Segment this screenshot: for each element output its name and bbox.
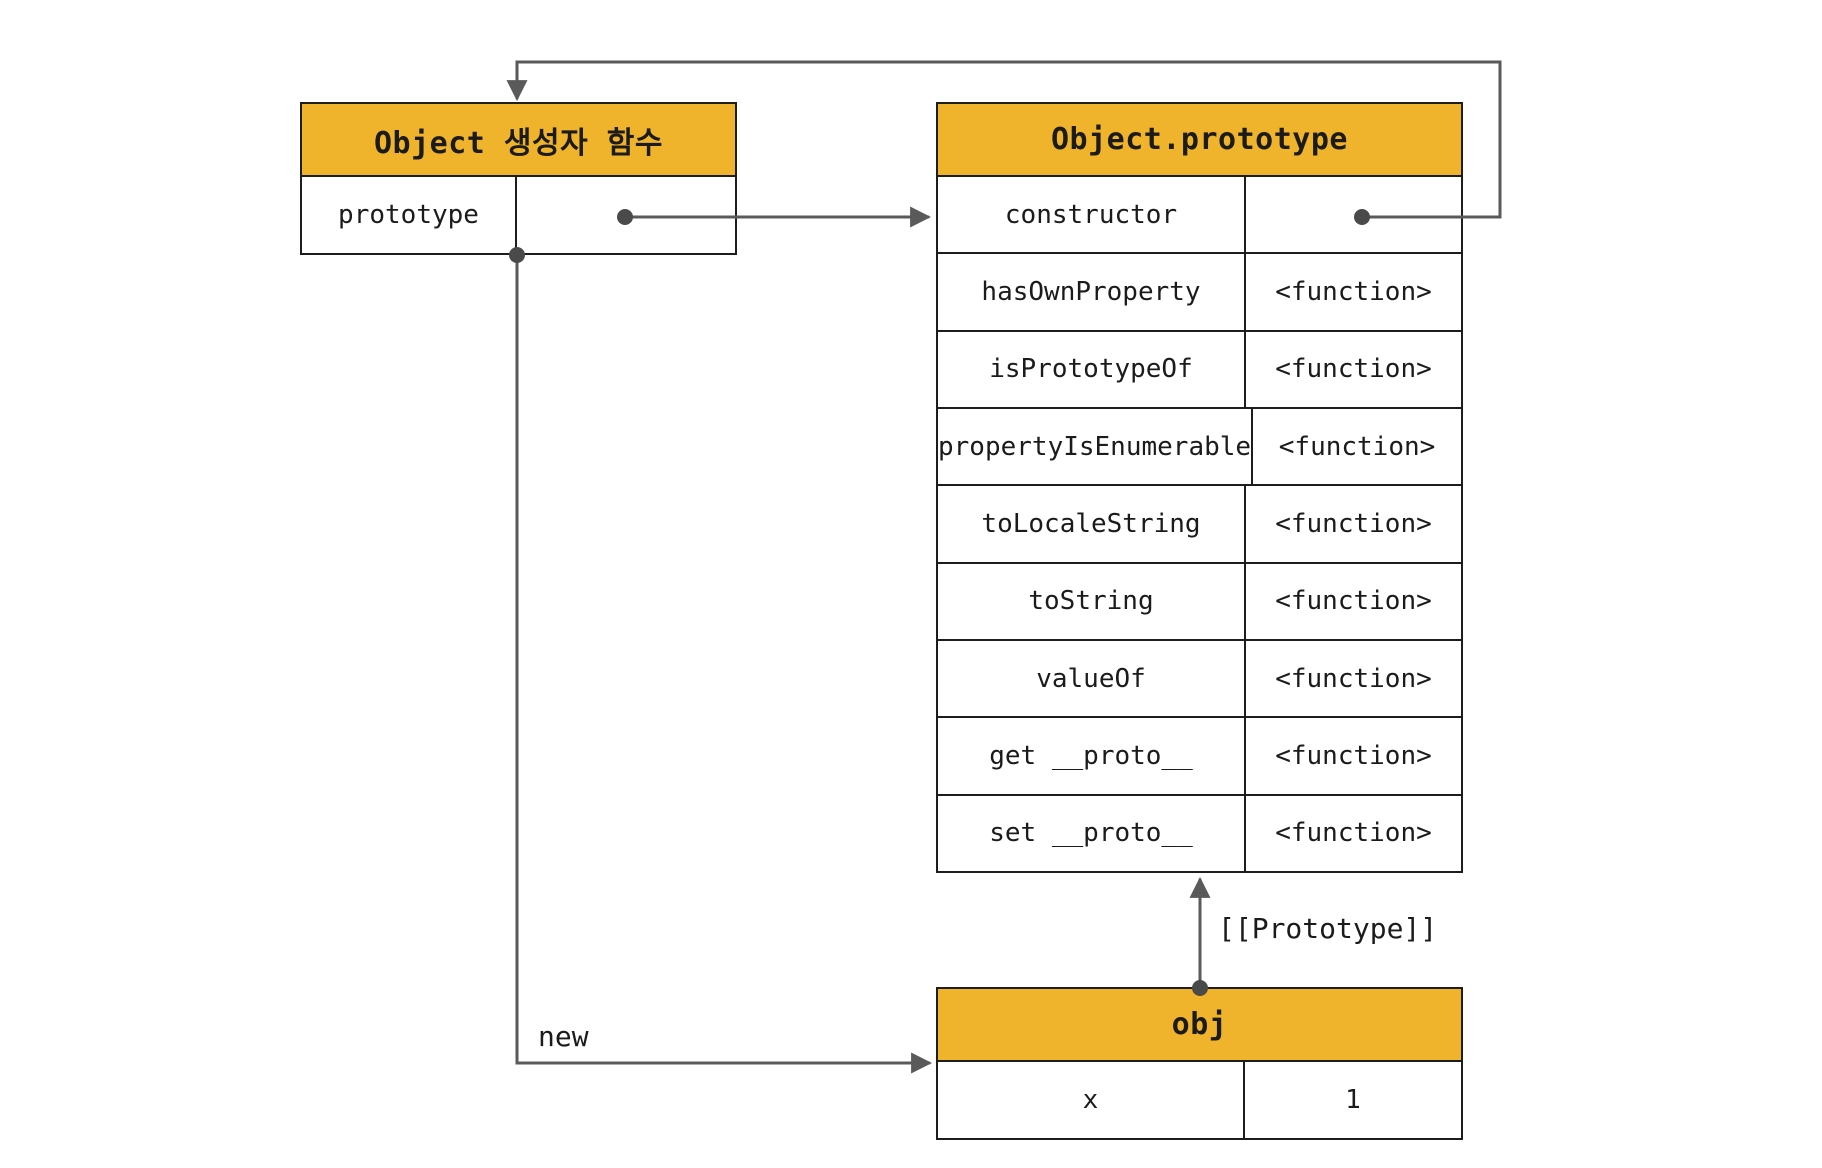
property-name-cell: prototype xyxy=(302,177,517,253)
property-name-cell: toString xyxy=(938,563,1246,639)
property-name-cell: propertyIsEnumerable xyxy=(938,408,1254,485)
property-value-cell: <function> xyxy=(1275,818,1432,849)
property-value-cell: <function> xyxy=(1275,508,1432,539)
property-name-cell: set __proto__ xyxy=(938,795,1246,871)
property-name-cell: isPrototypeOf xyxy=(938,331,1246,407)
property-name-cell: hasOwnProperty xyxy=(938,254,1246,330)
property-value-cell: <function> xyxy=(1275,663,1432,694)
table-row: constructor xyxy=(938,177,1461,253)
object-constructor-box-title: Object 생성자 함수 xyxy=(302,104,735,177)
object-prototype-table-rows: constructor hasOwnProperty <function> is… xyxy=(938,177,1461,871)
property-value-cell: <function> xyxy=(1275,276,1432,307)
table-row: isPrototypeOf <function> xyxy=(938,329,1461,407)
new-operator-label: new xyxy=(538,1020,589,1053)
table-row: prototype xyxy=(302,177,735,253)
obj-instance-box-rows: x 1 xyxy=(938,1062,1461,1138)
obj-instance-box-title: obj xyxy=(938,989,1461,1062)
table-row: x 1 xyxy=(938,1062,1461,1138)
property-value-cell: <function> xyxy=(1278,431,1436,462)
property-name-cell: constructor xyxy=(938,177,1246,253)
object-constructor-box: Object 생성자 함수 prototype xyxy=(300,102,737,255)
new-operator-arrow xyxy=(515,255,933,1074)
table-row: valueOf <function> xyxy=(938,638,1461,717)
object-prototype-table-title: Object.prototype xyxy=(938,104,1461,177)
property-name-cell: get __proto__ xyxy=(938,718,1246,794)
object-prototype-table: Object.prototype constructor hasOwnPrope… xyxy=(936,102,1463,873)
object-constructor-box-rows: prototype xyxy=(302,177,735,253)
property-value-cell xyxy=(1246,177,1461,252)
property-value-cell: <function> xyxy=(1275,740,1432,771)
property-name-cell: toLocaleString xyxy=(938,486,1246,562)
property-value-cell: <function> xyxy=(1275,354,1432,385)
obj-instance-box: obj x 1 xyxy=(936,987,1463,1140)
property-value-cell: 1 xyxy=(1345,1085,1361,1115)
table-row: get __proto__ <function> xyxy=(938,716,1461,794)
prototype-link-label: [[Prototype]] xyxy=(1218,912,1438,945)
property-value-cell: <function> xyxy=(1275,586,1432,617)
table-row: hasOwnProperty <function> xyxy=(938,252,1461,330)
table-row: toLocaleString <function> xyxy=(938,484,1461,562)
table-row: propertyIsEnumerable <function> xyxy=(938,406,1461,485)
table-row: toString <function> xyxy=(938,561,1461,639)
property-value-cell xyxy=(517,177,735,253)
table-row: set __proto__ <function> xyxy=(938,793,1461,871)
property-name-cell: valueOf xyxy=(938,640,1246,717)
property-name-cell: x xyxy=(938,1062,1245,1138)
